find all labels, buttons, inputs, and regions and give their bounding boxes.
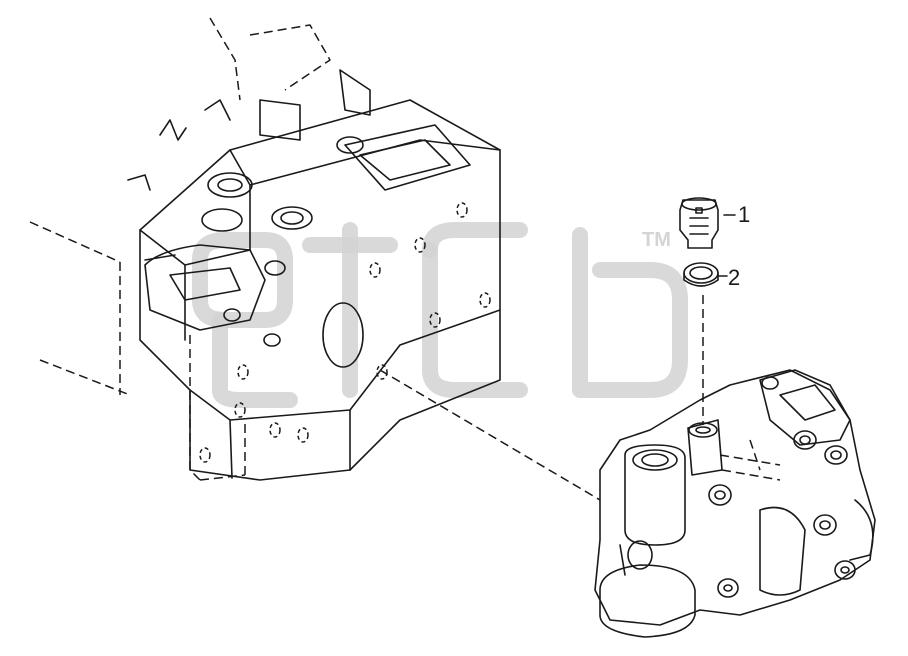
watermark-logo: TM (192, 222, 688, 408)
engine-block (29, 17, 501, 481)
callout-2: 2 (728, 265, 740, 290)
pump-housing (594, 369, 876, 638)
callout-1: 1 (738, 202, 750, 227)
trademark-mark: TM (642, 229, 671, 251)
plug-part-1 (679, 197, 736, 249)
washer-part-2 (683, 262, 728, 287)
leader-line-block (379, 369, 601, 501)
